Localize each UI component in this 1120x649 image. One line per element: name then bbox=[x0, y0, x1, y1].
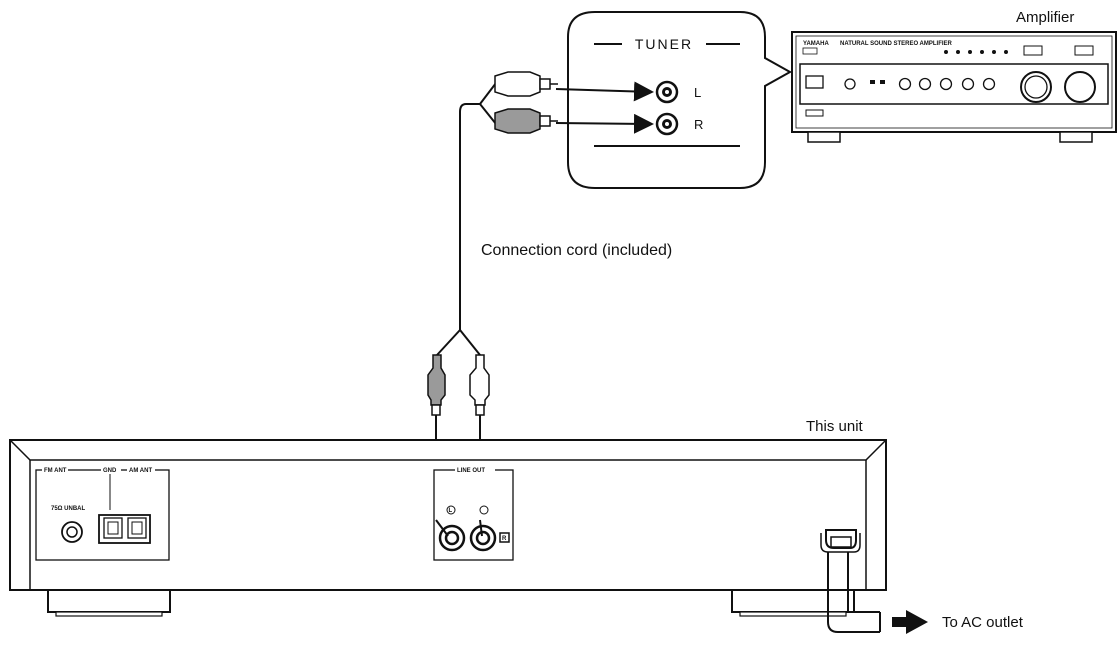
plug-gray-upper bbox=[494, 108, 558, 134]
antenna-panel: FM ANT GND AM ANT 75Ω UNBAL bbox=[35, 465, 170, 561]
jack-l-mark: L bbox=[449, 508, 453, 514]
amp-model-text: NATURAL SOUND STEREO AMPLIFIER bbox=[840, 41, 953, 47]
plug-white-upper bbox=[494, 71, 558, 97]
am-ant-label: AM ANT bbox=[129, 468, 152, 474]
ac-outlet-label: To AC outlet bbox=[942, 614, 1024, 631]
unbal-label: 75Ω UNBAL bbox=[51, 506, 85, 512]
power-cord bbox=[820, 529, 881, 633]
tuner-right-label: R bbox=[694, 117, 703, 132]
tuner-jack-l bbox=[655, 80, 679, 104]
connection-cord bbox=[436, 81, 654, 356]
tuner-jack-r bbox=[655, 112, 679, 136]
am-terminals bbox=[98, 514, 151, 544]
amplifier: Amplifier YAMAHA NATURAL SOUND STEREO AM… bbox=[791, 9, 1117, 143]
tuner-left-label: L bbox=[694, 85, 701, 100]
line-out-label: LINE OUT bbox=[457, 468, 485, 474]
jack-r-mark: R bbox=[502, 536, 507, 542]
this-unit-label: This unit bbox=[806, 418, 864, 435]
tuner-callout: TUNER L R bbox=[567, 11, 793, 189]
cord-label: Connection cord (included) bbox=[481, 242, 672, 259]
line-out-jack-r bbox=[469, 524, 497, 552]
tuner-label: TUNER bbox=[635, 36, 693, 52]
ac-arrow: To AC outlet bbox=[892, 610, 1024, 634]
this-unit: This unit FM ANT GND AM ANT 75Ω UNBAL bbox=[9, 418, 887, 633]
gnd-label: GND bbox=[103, 468, 117, 474]
amp-brand: YAMAHA bbox=[803, 41, 829, 47]
amplifier-label: Amplifier bbox=[1016, 9, 1074, 26]
fm-ant-label: FM ANT bbox=[44, 468, 67, 474]
